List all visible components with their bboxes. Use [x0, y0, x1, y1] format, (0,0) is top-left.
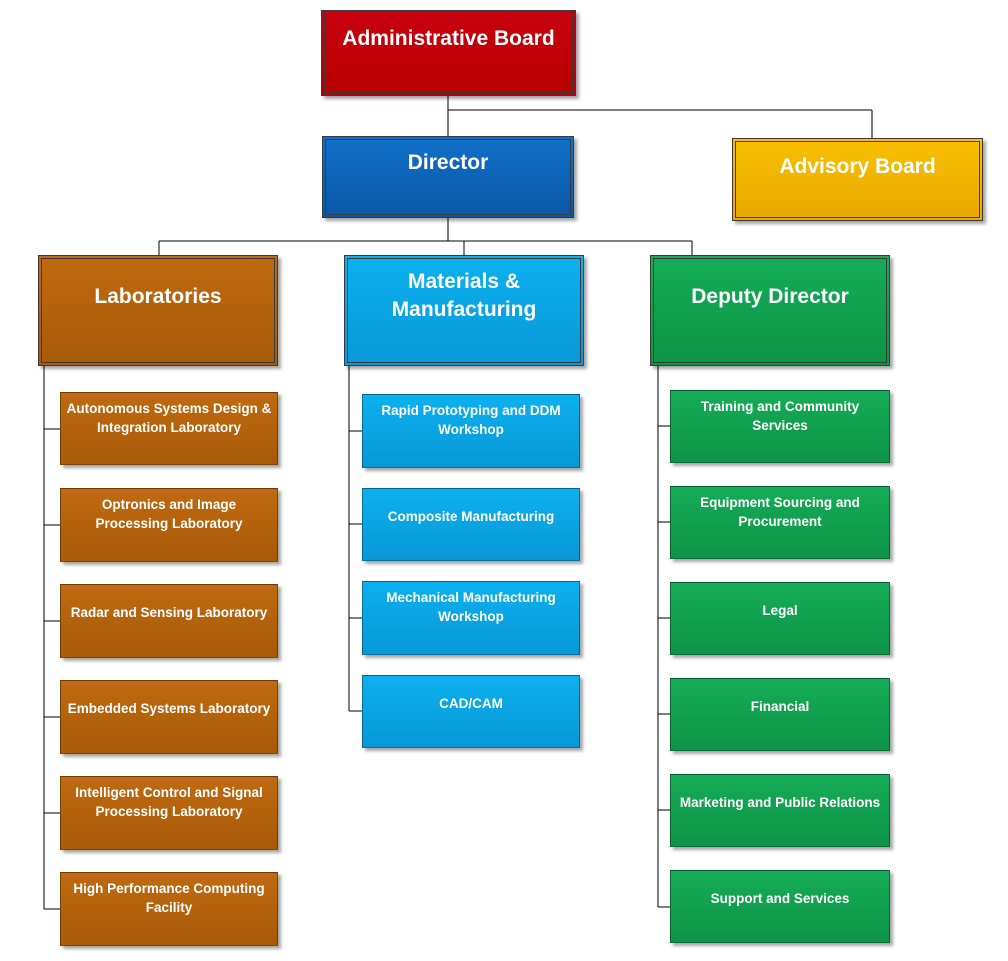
deputy-item: Training and Community Services: [670, 390, 890, 463]
deputy-item-label: Equipment Sourcing and Procurement: [700, 495, 860, 529]
deputy-item: Legal: [670, 582, 890, 655]
administrative-board-box: Administrative Board: [321, 10, 576, 96]
lab-item-label: Intelligent Control and Signal Processin…: [75, 785, 263, 819]
materials-item-label: Rapid Prototyping and DDM Workshop: [381, 403, 561, 437]
lab-item: Embedded Systems Laboratory: [60, 680, 278, 754]
advisory-board-box: Advisory Board: [732, 138, 983, 221]
materials-label: Materials & Manufacturing: [391, 270, 537, 321]
lab-item-label: High Performance Computing Facility: [73, 881, 265, 915]
deputy-item: Support and Services: [670, 870, 890, 943]
deputy-item: Marketing and Public Relations: [670, 774, 890, 847]
materials-item: Composite Manufacturing: [362, 488, 580, 561]
deputy-director-box: Deputy Director: [650, 255, 890, 366]
director-label: Director: [407, 151, 489, 174]
lab-item: Intelligent Control and Signal Processin…: [60, 776, 278, 850]
laboratories-box: Laboratories: [38, 255, 278, 366]
lab-item: High Performance Computing Facility: [60, 872, 278, 946]
lab-item-label: Embedded Systems Laboratory: [67, 701, 271, 716]
materials-item: Rapid Prototyping and DDM Workshop: [362, 394, 580, 468]
materials-item-label: CAD/CAM: [439, 696, 503, 711]
deputy-item: Financial: [670, 678, 890, 751]
lab-item: Radar and Sensing Laboratory: [60, 584, 278, 658]
deputy-director-label: Deputy Director: [691, 285, 849, 308]
materials-box: Materials & Manufacturing: [344, 255, 584, 366]
deputy-item-label: Support and Services: [710, 891, 850, 906]
materials-item-label: Mechanical Manufacturing Workshop: [386, 590, 556, 624]
deputy-item-label: Financial: [750, 699, 810, 714]
director-box: Director: [322, 136, 574, 218]
lab-item: Autonomous Systems Design & Integration …: [60, 392, 278, 465]
advisory-board-label: Advisory Board: [779, 155, 936, 178]
lab-item-label: Autonomous Systems Design & Integration …: [66, 401, 272, 435]
materials-item: Mechanical Manufacturing Workshop: [362, 581, 580, 655]
deputy-item-label: Marketing and Public Relations: [679, 795, 881, 810]
lab-item: Optronics and Image Processing Laborator…: [60, 488, 278, 562]
administrative-board-label: Administrative Board: [342, 27, 555, 50]
deputy-item: Equipment Sourcing and Procurement: [670, 486, 890, 559]
laboratories-label: Laboratories: [94, 285, 222, 308]
lab-item-label: Optronics and Image Processing Laborator…: [95, 497, 243, 531]
deputy-item-label: Training and Community Services: [700, 399, 860, 433]
materials-item-label: Composite Manufacturing: [387, 509, 555, 524]
lab-item-label: Radar and Sensing Laboratory: [70, 605, 268, 620]
materials-item: CAD/CAM: [362, 675, 580, 748]
deputy-item-label: Legal: [762, 603, 798, 618]
